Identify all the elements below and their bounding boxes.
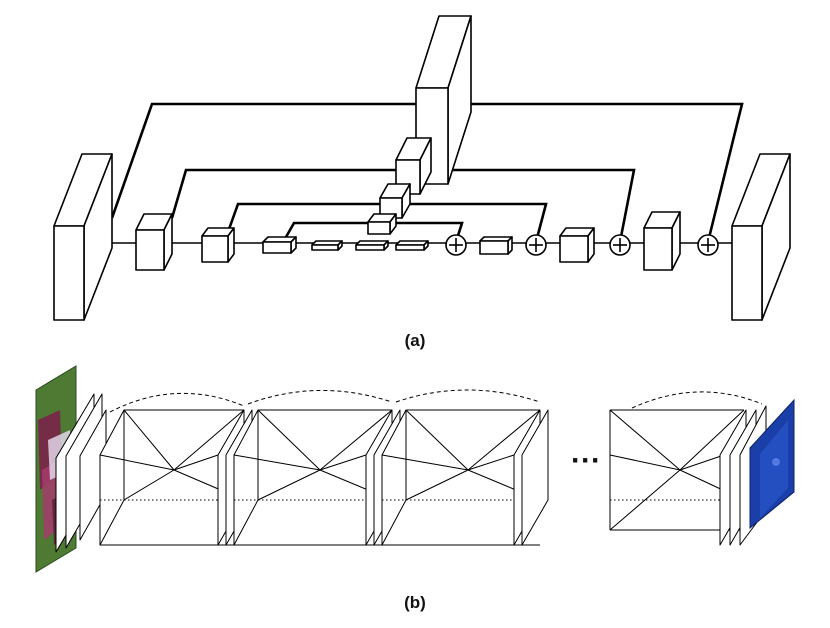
block-enc-2 bbox=[201, 227, 235, 263]
block-enc-4 bbox=[311, 240, 343, 251]
hourglass-module-1 bbox=[99, 409, 253, 546]
addition-nodes bbox=[445, 234, 719, 256]
plus-icon bbox=[445, 234, 467, 256]
encoder-blocks bbox=[53, 153, 429, 321]
block-enc-6 bbox=[395, 240, 429, 251]
hourglass-module-final bbox=[609, 405, 767, 546]
block-dec-1 bbox=[479, 236, 513, 255]
hourglass-module-2 bbox=[233, 409, 401, 546]
hourglass-module-3 bbox=[381, 409, 549, 546]
ellipsis: ··· bbox=[571, 444, 601, 477]
skip-arcs bbox=[109, 389, 763, 413]
block-bottom-small bbox=[367, 213, 397, 235]
panel-a-caption: (a) bbox=[405, 331, 426, 350]
block-output bbox=[731, 153, 791, 321]
center-stack bbox=[367, 15, 472, 235]
block-enc-3 bbox=[262, 236, 297, 254]
block-dec-3 bbox=[643, 211, 681, 271]
decoder-blocks bbox=[479, 153, 791, 321]
panel-b-caption: (b) bbox=[404, 593, 426, 612]
block-enc-5 bbox=[355, 240, 389, 251]
block-input bbox=[53, 153, 113, 321]
stacked-hourglass-diagram: ··· (b) bbox=[35, 365, 795, 612]
plus-icon bbox=[609, 234, 631, 256]
plus-icon bbox=[525, 234, 547, 256]
hourglass-diagram: (a) bbox=[53, 15, 791, 350]
block-lower-mid bbox=[379, 183, 411, 219]
output-heatmap bbox=[749, 398, 795, 530]
block-upper-mid bbox=[395, 137, 432, 195]
block-dec-2 bbox=[559, 227, 595, 263]
block-enc-1 bbox=[135, 213, 173, 271]
plus-icon bbox=[697, 234, 719, 256]
